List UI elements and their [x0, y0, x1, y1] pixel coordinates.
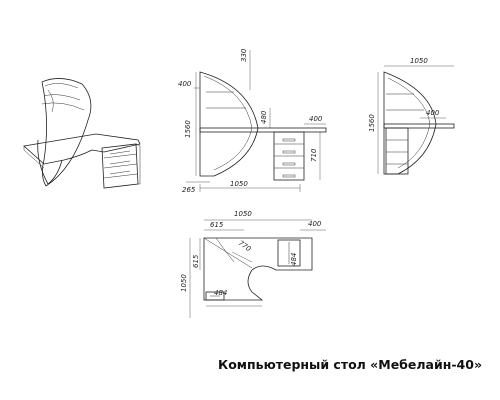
top-dim-1050: 1050 — [234, 210, 252, 218]
side-dim-1560: 1560 — [368, 114, 376, 132]
top-dim-770: 770 — [237, 239, 253, 254]
side-view: 1050 1560 400 — [368, 57, 455, 175]
front-dim-1050: 1050 — [230, 180, 248, 188]
front-dim-710: 710 — [310, 148, 318, 162]
top-dim-484-bottom: 484 — [214, 289, 227, 297]
top-dim-1050-vertical: 1050 — [180, 274, 188, 292]
front-dim-265: 265 — [182, 186, 196, 194]
front-view: 400 330 1560 480 400 710 265 1050 — [178, 48, 327, 194]
front-dim-480: 480 — [260, 110, 268, 124]
isometric-view — [23, 78, 141, 189]
front-dim-400-drawer: 400 — [309, 115, 323, 123]
product-caption: Компьютерный стол «Мебелайн-40» — [218, 357, 483, 372]
side-dim-400: 400 — [426, 109, 440, 117]
top-dim-484: 484 — [290, 253, 298, 266]
top-view: 1050 615 400 770 615 484 1050 484 — [180, 210, 326, 318]
top-dim-615: 615 — [210, 221, 224, 229]
top-dim-615-vertical: 615 — [192, 254, 200, 268]
front-dim-330: 330 — [240, 48, 248, 62]
side-dim-1050: 1050 — [410, 57, 428, 65]
front-dim-1560: 1560 — [184, 120, 192, 138]
top-dim-400: 400 — [308, 220, 322, 228]
front-dim-400: 400 — [178, 80, 192, 88]
